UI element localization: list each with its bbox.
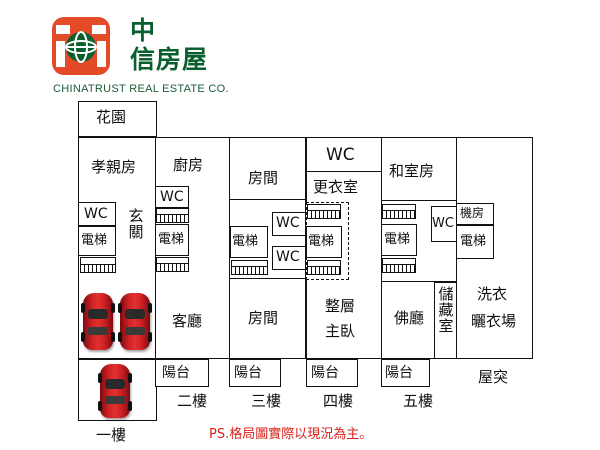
f5-wc xyxy=(431,206,458,242)
f3-wc-a xyxy=(272,212,306,236)
f3-elevator xyxy=(230,226,268,258)
floor-1-label: 一樓 xyxy=(96,426,127,444)
garden-label: 花園 xyxy=(96,108,127,126)
f5-stairs-lower xyxy=(382,258,416,273)
living-room-label: 客廳 xyxy=(172,312,203,330)
f4-wc-label: WC xyxy=(326,145,355,165)
f2-stairs-lower xyxy=(156,257,189,272)
f3-wc-b-label: WC xyxy=(276,249,300,265)
buddha-hall-label: 佛廳 xyxy=(394,309,425,327)
f5-storage xyxy=(434,282,458,359)
logo-mark xyxy=(52,17,110,75)
f2-wc-label: WC xyxy=(160,189,184,205)
f3-balcony-label: 陽台 xyxy=(234,365,262,381)
logo-name-line1: 中 xyxy=(130,16,157,45)
f1-stairs xyxy=(80,257,116,273)
laundry-line2: 曬衣場 xyxy=(471,312,517,330)
f3-balcony xyxy=(229,359,281,387)
f5-elevator xyxy=(381,224,417,256)
f2-wc xyxy=(155,186,189,208)
machine-room xyxy=(456,203,494,225)
car-icon xyxy=(98,364,132,418)
car-icon xyxy=(118,293,152,350)
roof-elevator xyxy=(456,225,494,259)
logo-name: 中 信房屋 xyxy=(130,16,208,74)
f3-elevator-label: 電梯 xyxy=(232,234,259,249)
japanese-room-label: 和室房 xyxy=(389,162,435,180)
dressing-room-label: 更衣室 xyxy=(313,178,359,196)
f4-stairs-lower xyxy=(307,260,341,275)
f3-wc-a-label: WC xyxy=(276,215,300,231)
f4-stairs-upper xyxy=(307,204,341,219)
f4-elevator-label: 電梯 xyxy=(308,234,335,249)
globe-house-icon xyxy=(56,25,106,67)
floor-5-label: 五樓 xyxy=(403,392,434,410)
f1-wc xyxy=(78,202,116,226)
floor-4-label: 四樓 xyxy=(323,392,354,410)
f5-balcony-label: 陽台 xyxy=(385,365,413,381)
disclaimer-caption: PS.格局圖實際以現況為主。 xyxy=(209,427,373,442)
f3-bedroom-bottom-label: 房間 xyxy=(248,309,279,327)
f1-elevator xyxy=(78,226,116,256)
f4-balcony xyxy=(306,359,358,387)
f1-elevator-label: 電梯 xyxy=(81,233,108,248)
machine-room-label: 機房 xyxy=(460,206,485,220)
f3-wc-b xyxy=(272,246,306,270)
logo-name-line2: 信房屋 xyxy=(130,45,209,74)
floor-2-label: 二樓 xyxy=(177,392,208,410)
laundry-line1: 洗衣 xyxy=(477,285,508,303)
f2-balcony xyxy=(155,359,209,387)
f3-bedroom-top-label: 房間 xyxy=(248,169,279,187)
roof-label: 屋突 xyxy=(478,368,509,386)
master-bedroom-line2: 主臥 xyxy=(325,322,356,340)
f5-balcony xyxy=(381,359,430,387)
roof-elevator-label: 電梯 xyxy=(460,234,487,249)
f5-wc-label: WC xyxy=(432,216,454,231)
f5-stairs-upper xyxy=(382,204,416,219)
floor-3-label: 三樓 xyxy=(251,392,282,410)
kitchen-label: 廚房 xyxy=(173,156,204,174)
storage-label: 儲藏室 xyxy=(438,285,454,335)
f2-elevator-label: 電梯 xyxy=(158,232,185,247)
f3-stairs xyxy=(231,260,268,275)
master-bedroom-line1: 整層 xyxy=(325,297,356,315)
elders-room-label: 孝親房 xyxy=(91,158,137,176)
f2-stairs-upper xyxy=(156,208,189,223)
entrance-label: 玄關 xyxy=(128,207,144,241)
f4-elevator xyxy=(306,226,342,258)
car-icon xyxy=(81,293,115,350)
f2-elevator xyxy=(155,224,189,256)
f5-elevator-label: 電梯 xyxy=(384,232,411,247)
f2-balcony-label: 陽台 xyxy=(162,365,190,381)
f1-wc-label: WC xyxy=(84,206,108,222)
f4-balcony-label: 陽台 xyxy=(311,365,339,381)
logo-english: CHINATRUST REAL ESTATE CO. xyxy=(53,83,229,95)
garden-room xyxy=(78,101,157,137)
